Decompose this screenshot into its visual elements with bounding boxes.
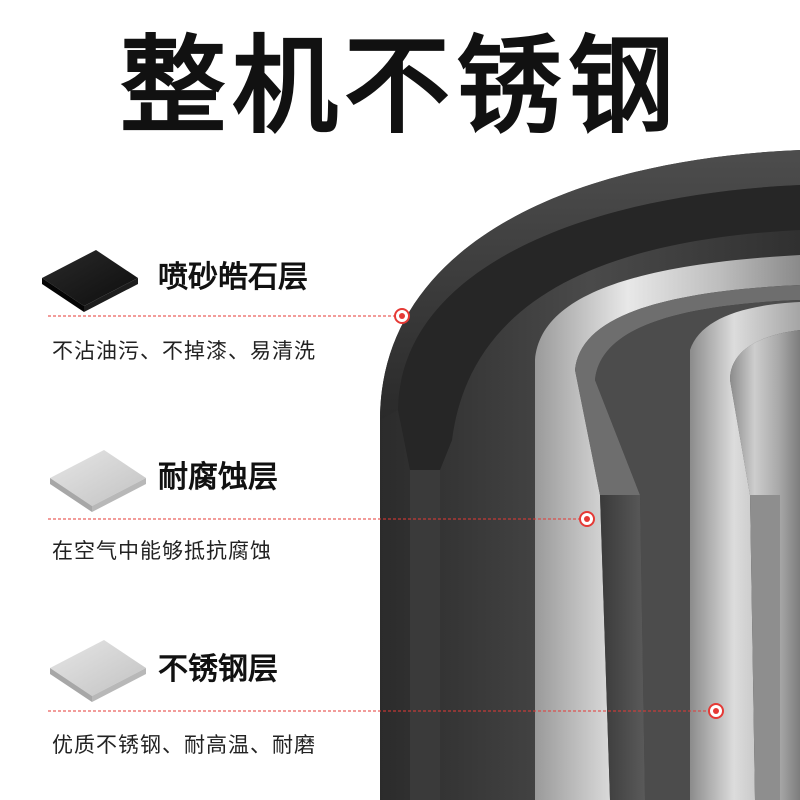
layer-desc-stone: 不沾油污、不掉漆、易清洗	[52, 339, 316, 363]
callout-line-steel	[48, 703, 724, 719]
page-title: 整机不锈钢	[120, 25, 680, 148]
layer-name-stone: 喷砂皓石层	[158, 260, 308, 295]
layer-name-steel: 不锈钢层	[158, 652, 278, 687]
layer-name-corrosion: 耐腐蚀层	[158, 460, 278, 495]
inner-dark-band	[398, 185, 800, 800]
callout-line-corrosion	[48, 511, 595, 527]
layer-desc-corrosion: 在空气中能够抵抗腐蚀	[52, 539, 272, 563]
callout-line-stone	[48, 308, 410, 324]
corrosion-layer-swatch-icon	[50, 450, 146, 512]
steel-ring-inner	[690, 302, 800, 800]
stone-swatch-icon	[42, 250, 138, 312]
steel-ring-outer	[535, 255, 800, 800]
steel-layer-swatch-icon	[50, 640, 146, 702]
ring-gap	[595, 300, 800, 800]
layer-desc-steel: 优质不锈钢、耐高温、耐磨	[52, 733, 316, 757]
